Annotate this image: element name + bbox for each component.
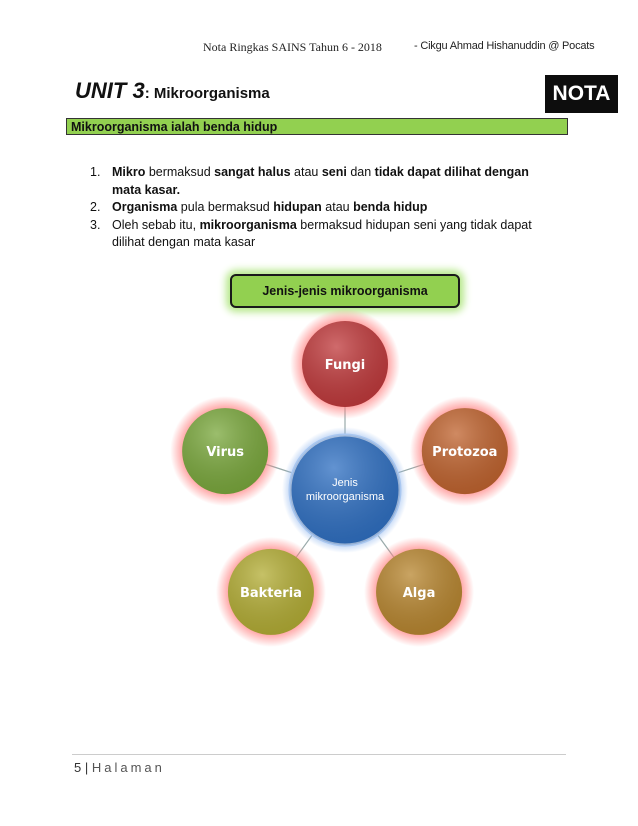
plain-text: dan — [346, 165, 375, 179]
center-node: Jenis mikroorganisma — [282, 427, 408, 553]
node-label: Virus — [206, 445, 244, 460]
list-item-number: 2. — [90, 200, 101, 214]
node-fungi: Fungi — [290, 309, 400, 419]
footer-word: Halaman — [91, 760, 165, 775]
list-item: 1. Mikro bermaksud sangat halus atau seni… — [90, 164, 560, 199]
list-item-text: Oleh sebab itu, mikroorganisma bermaksud… — [112, 217, 560, 252]
definition-bar: Mikroorganisma ialah benda hidup — [66, 118, 568, 135]
plain-text: bermaksud — [145, 165, 215, 179]
unit-prefix: UNIT 3 — [75, 78, 145, 103]
plain-text: pula bermaksud — [177, 200, 274, 214]
center-shade — [290, 435, 400, 545]
bold-text: sangat halus — [214, 165, 291, 179]
node-shade — [227, 548, 314, 635]
unit-separator: : — [144, 85, 154, 102]
node-shade — [302, 321, 388, 407]
plain-text: atau — [290, 165, 322, 179]
center-label-line: mikroorganisma — [306, 491, 385, 503]
footer-line — [72, 754, 566, 755]
node-shade — [376, 548, 463, 635]
node-virus: Virus — [170, 396, 281, 507]
bold-text: Organisma — [112, 200, 178, 214]
page-number: 5 — [74, 760, 82, 775]
list-item-text: Mikro bermaksud sangat halus atau seni d… — [112, 164, 560, 199]
list-item-number: 1. — [90, 165, 101, 179]
footer: 5 | Halaman — [74, 760, 165, 775]
node-label: Protozoa — [432, 445, 497, 460]
node-label: Alga — [403, 586, 436, 601]
plain-text: bermaksud hidupan seni yang tidak dapat … — [112, 217, 532, 250]
bold-text: mikroorganisma — [199, 217, 297, 232]
plain-text: Oleh sebab itu, — [112, 217, 200, 232]
bold-text: tidak dapat dilihat dengan mata kasar. — [112, 165, 529, 197]
center-label-line: Jenis — [332, 477, 358, 489]
list-item-text: Organisma pula bermaksud hidupan atau be… — [112, 199, 560, 217]
plain-text: atau — [321, 200, 354, 214]
header-left: Nota Ringkas SAINS Tahun 6 - 2018 — [203, 40, 382, 54]
node-label: Fungi — [325, 358, 366, 373]
bold-text: hidupan — [273, 200, 322, 214]
node-alga: Alga — [364, 536, 475, 647]
nota-badge: NOTA — [545, 75, 618, 113]
header-right: - Cikgu Ahmad Hishanuddin @ Pocats — [414, 40, 595, 52]
node-shade — [421, 408, 508, 495]
points-list: 1. Mikro bermaksud sangat halus atau seni… — [90, 164, 560, 252]
unit-title: UNIT 3: Mikroorganisma — [75, 78, 270, 104]
list-item-number: 3. — [90, 217, 101, 232]
node-shade — [182, 408, 269, 495]
bold-text: seni — [321, 165, 347, 179]
list-item: 2. Organisma pula bermaksud hidupan atau … — [90, 199, 560, 217]
footer-separator: | — [81, 760, 92, 775]
bold-text: Mikro — [112, 165, 146, 179]
diagram-title-box: Jenis-jenis mikroorganisma — [230, 274, 460, 308]
list-item: 3. Oleh sebab itu, mikroorganisma bermaks… — [90, 217, 560, 252]
node-protozoa: Protozoa — [409, 396, 520, 507]
bold-text: benda hidup — [353, 200, 428, 214]
node-label: Bakteria — [240, 586, 302, 601]
node-bakteria: Bakteria — [215, 536, 326, 647]
unit-name: Mikroorganisma — [153, 85, 270, 102]
